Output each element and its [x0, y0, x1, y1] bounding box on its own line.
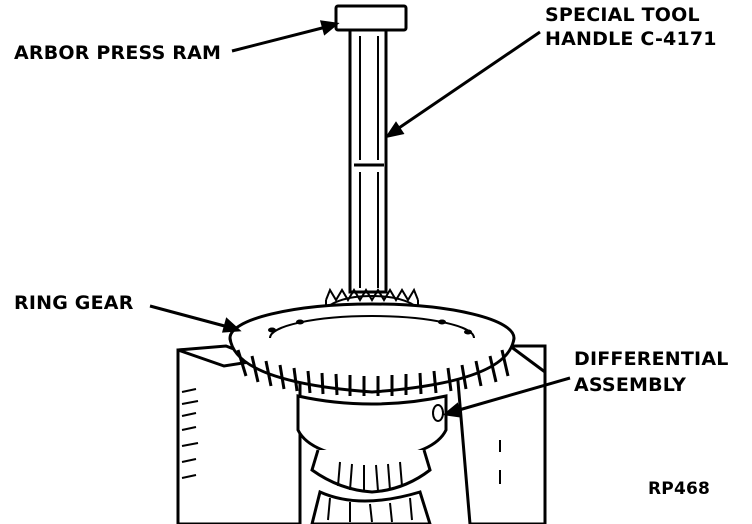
ring-gear: [228, 302, 516, 396]
arbor-press-ram-label: ARBOR PRESS RAM: [14, 42, 222, 64]
special-tool-label-line1: SPECIAL TOOL: [545, 4, 700, 26]
figure-code: RP468: [648, 479, 711, 499]
differential-label-line2: ASSEMBLY: [574, 374, 687, 396]
block-hatching: [181, 388, 501, 484]
special-tool-label-line2: HANDLE C-4171: [545, 28, 717, 50]
arbor-press-ram: [334, 4, 408, 32]
leader-lines: [149, 20, 571, 418]
tool-handle-shaft: [348, 28, 388, 294]
ring-gear-label: RING GEAR: [14, 292, 134, 314]
differential-label-line1: DIFFERENTIAL: [574, 348, 729, 370]
differential-case: [296, 394, 448, 524]
